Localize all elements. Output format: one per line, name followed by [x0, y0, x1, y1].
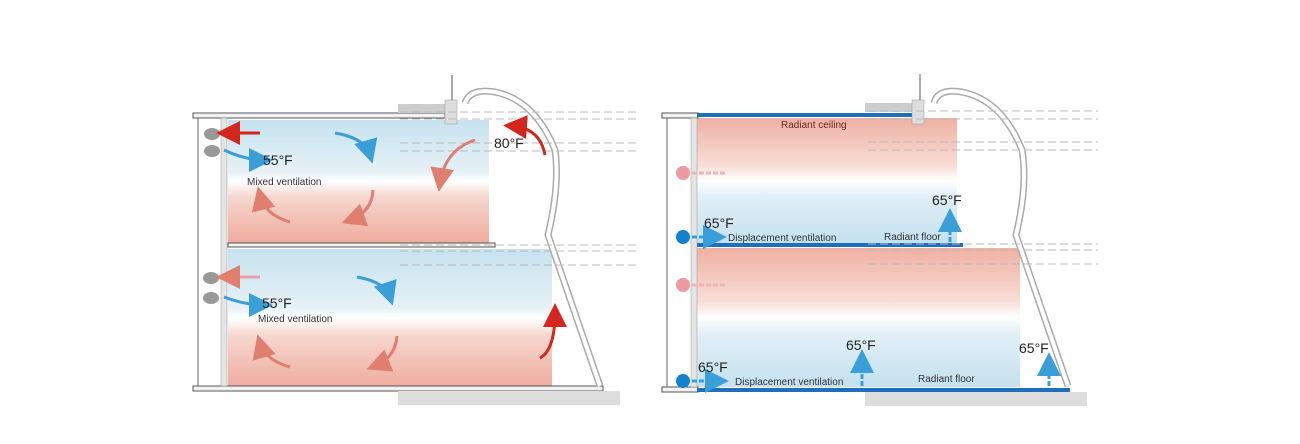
building-structure — [192, 75, 640, 405]
mixed-ventilation-section: 55°F Mixed ventilation 80°F 55°F Mixed v… — [192, 75, 640, 405]
supply-air-arrow — [223, 147, 273, 172]
lower-radiant-floor-label: Radiant floor — [918, 374, 975, 385]
radiant-ceiling-label: Radiant ceiling — [781, 120, 847, 131]
displacement-ventilation-section: Radiant ceiling 65°F Displacement ventil… — [661, 74, 1098, 406]
building-structure — [661, 74, 1098, 406]
airflow-arrows — [216, 115, 567, 372]
upper-displacement-ventilation-label: Displacement ventilation — [728, 233, 836, 244]
facade-temp: 80°F — [494, 135, 524, 151]
lower-floor-temp: 65°F — [846, 337, 876, 353]
lower-supply-temp: 65°F — [698, 359, 728, 375]
upper-room-air — [697, 118, 957, 243]
lower-facade-temp: 65°F — [1019, 340, 1049, 356]
upper-radiant-floor-label: Radiant floor — [884, 232, 941, 243]
lower-supply-temp: 55°F — [262, 295, 292, 311]
radiant-floor-panel-lower — [697, 388, 1070, 392]
radiant-floor-panel-upper — [697, 243, 963, 247]
radiant-ceiling-panel — [697, 113, 912, 117]
upper-supply-temp: 55°F — [263, 152, 293, 168]
air-diffusers — [676, 166, 690, 388]
lower-room-air — [697, 248, 1020, 387]
upper-floor-temp: 65°F — [932, 192, 962, 208]
lower-displacement-ventilation-label: Displacement ventilation — [735, 377, 843, 388]
upper-supply-temp: 65°F — [704, 215, 734, 231]
upper-mixed-ventilation-label: Mixed ventilation — [247, 177, 321, 188]
lower-mixed-ventilation-label: Mixed ventilation — [258, 314, 332, 325]
airflow-arrows — [692, 171, 1061, 393]
air-diffusers — [203, 128, 220, 304]
